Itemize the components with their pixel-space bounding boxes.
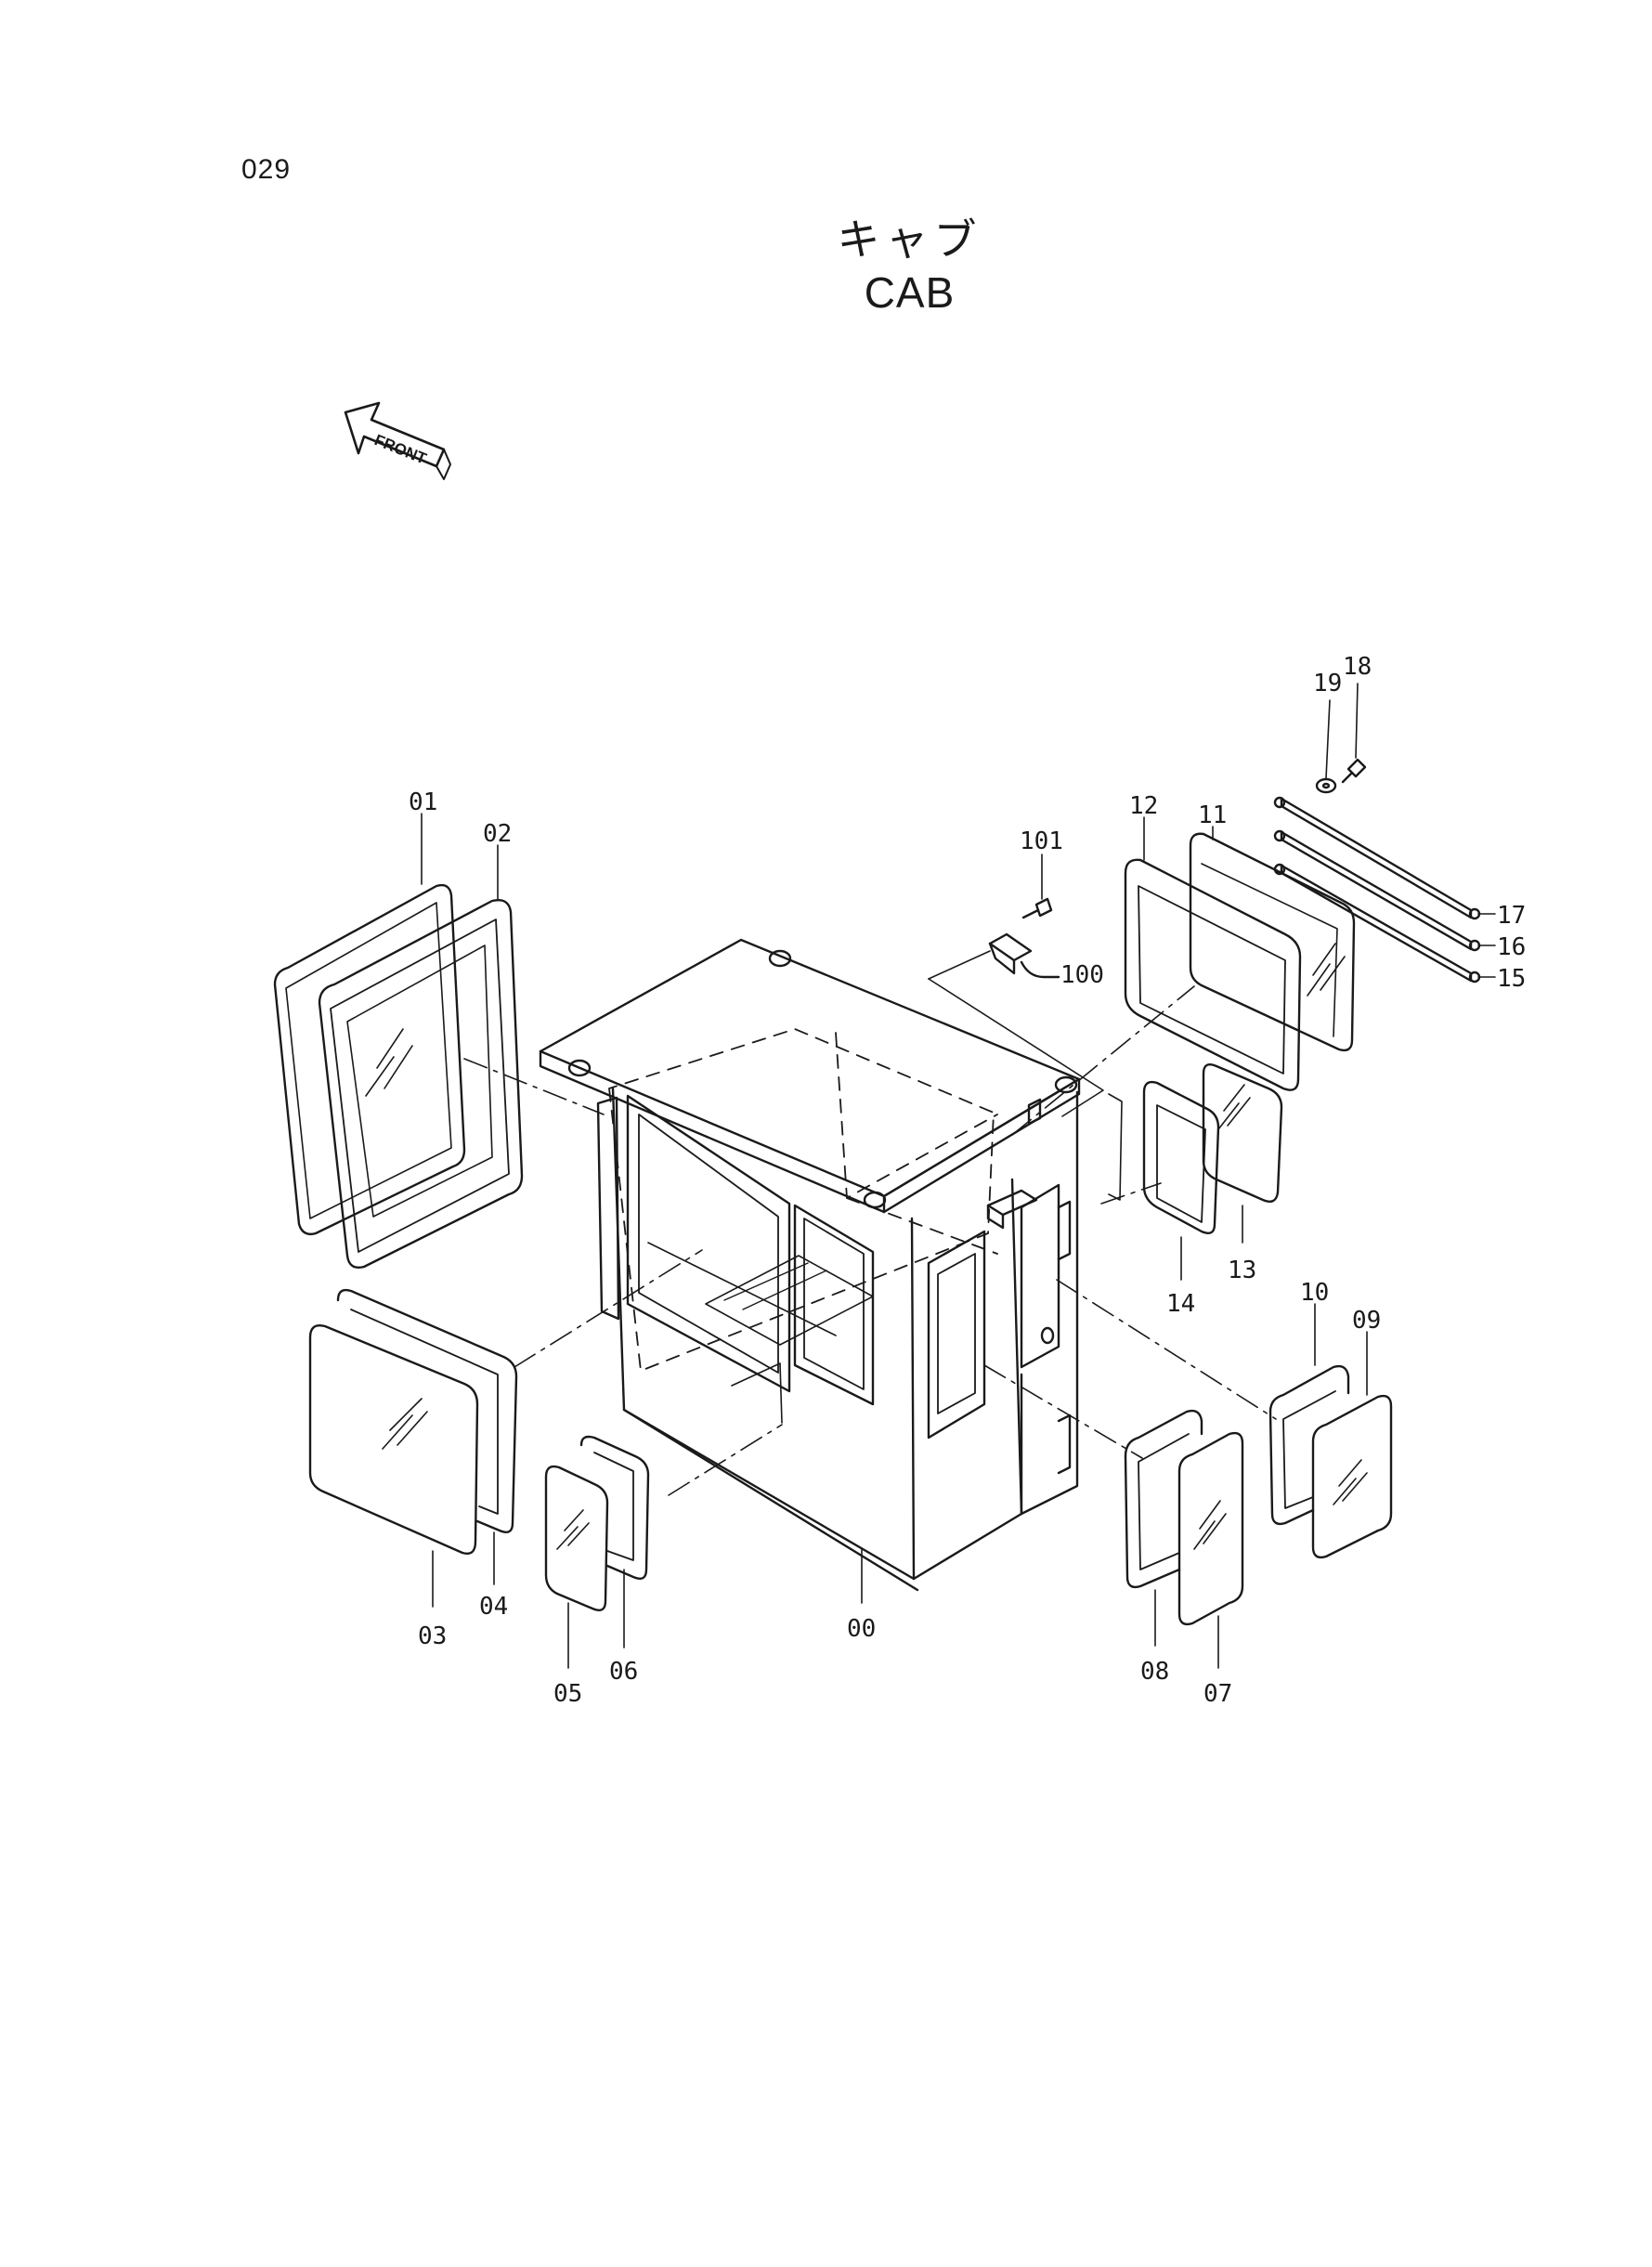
part-09-rear-glass bbox=[1311, 1394, 1393, 1559]
callout-101: 101 bbox=[1020, 827, 1063, 855]
part-10-rear-seal bbox=[1268, 1364, 1350, 1526]
part-01-front-glass bbox=[273, 883, 466, 1236]
part-08-side-seal bbox=[1124, 1409, 1203, 1589]
part-12-upper-side-seal bbox=[1124, 858, 1302, 1091]
callout-09: 09 bbox=[1352, 1307, 1381, 1335]
callout-01: 01 bbox=[409, 788, 437, 816]
callout-15: 15 bbox=[1497, 965, 1526, 993]
parts-15-17-rods bbox=[1273, 796, 1481, 984]
title-japanese: キャブ bbox=[837, 215, 982, 265]
part-05-small-glass bbox=[544, 1465, 609, 1611]
part-03-lower-glass bbox=[308, 1324, 479, 1555]
callout-02: 02 bbox=[483, 820, 512, 848]
part-13-quarter-glass bbox=[1202, 1063, 1283, 1203]
callout-12: 12 bbox=[1129, 792, 1158, 820]
part-06-small-seal bbox=[579, 1435, 650, 1580]
page-number: 029 bbox=[241, 154, 292, 185]
callout-10: 10 bbox=[1300, 1279, 1329, 1307]
callout-05: 05 bbox=[553, 1680, 582, 1708]
cab-body bbox=[539, 938, 1081, 1592]
callout-06: 06 bbox=[609, 1658, 638, 1686]
part-02-front-seal bbox=[318, 899, 524, 1269]
assembly-center-lines bbox=[463, 985, 1277, 1496]
part-18-bolt bbox=[1341, 758, 1367, 784]
callout-labels: 01 02 03 04 05 06 00 08 07 10 09 11 12 1… bbox=[409, 653, 1526, 1708]
callout-07: 07 bbox=[1203, 1680, 1232, 1708]
callout-leaders bbox=[421, 683, 1496, 1669]
callout-04: 04 bbox=[479, 1593, 508, 1621]
part-100-bracket bbox=[988, 932, 1060, 979]
part-04-lower-seal bbox=[336, 1288, 518, 1533]
callout-03: 03 bbox=[418, 1622, 447, 1650]
front-arrow-label: FRONT bbox=[372, 431, 430, 468]
part-11-upper-side-glass bbox=[1189, 832, 1356, 1052]
callout-08: 08 bbox=[1140, 1658, 1169, 1686]
part-14-quarter-seal bbox=[1142, 1080, 1220, 1234]
front-arrow-icon: FRONT bbox=[344, 401, 451, 480]
part-07-side-glass bbox=[1177, 1431, 1244, 1626]
callout-16: 16 bbox=[1497, 933, 1526, 961]
callout-13: 13 bbox=[1228, 1257, 1256, 1284]
callout-14: 14 bbox=[1166, 1290, 1195, 1318]
callout-18: 18 bbox=[1343, 653, 1372, 681]
part-101-screw bbox=[1021, 897, 1053, 919]
callout-11: 11 bbox=[1198, 801, 1227, 829]
part-19-washer bbox=[1315, 777, 1337, 794]
callout-19: 19 bbox=[1313, 670, 1342, 697]
callout-00: 00 bbox=[847, 1615, 876, 1643]
title-english: CAB bbox=[864, 268, 956, 317]
callout-17: 17 bbox=[1497, 902, 1526, 930]
assembly-bracket-lines bbox=[647, 950, 1123, 1424]
callout-100: 100 bbox=[1060, 961, 1104, 989]
